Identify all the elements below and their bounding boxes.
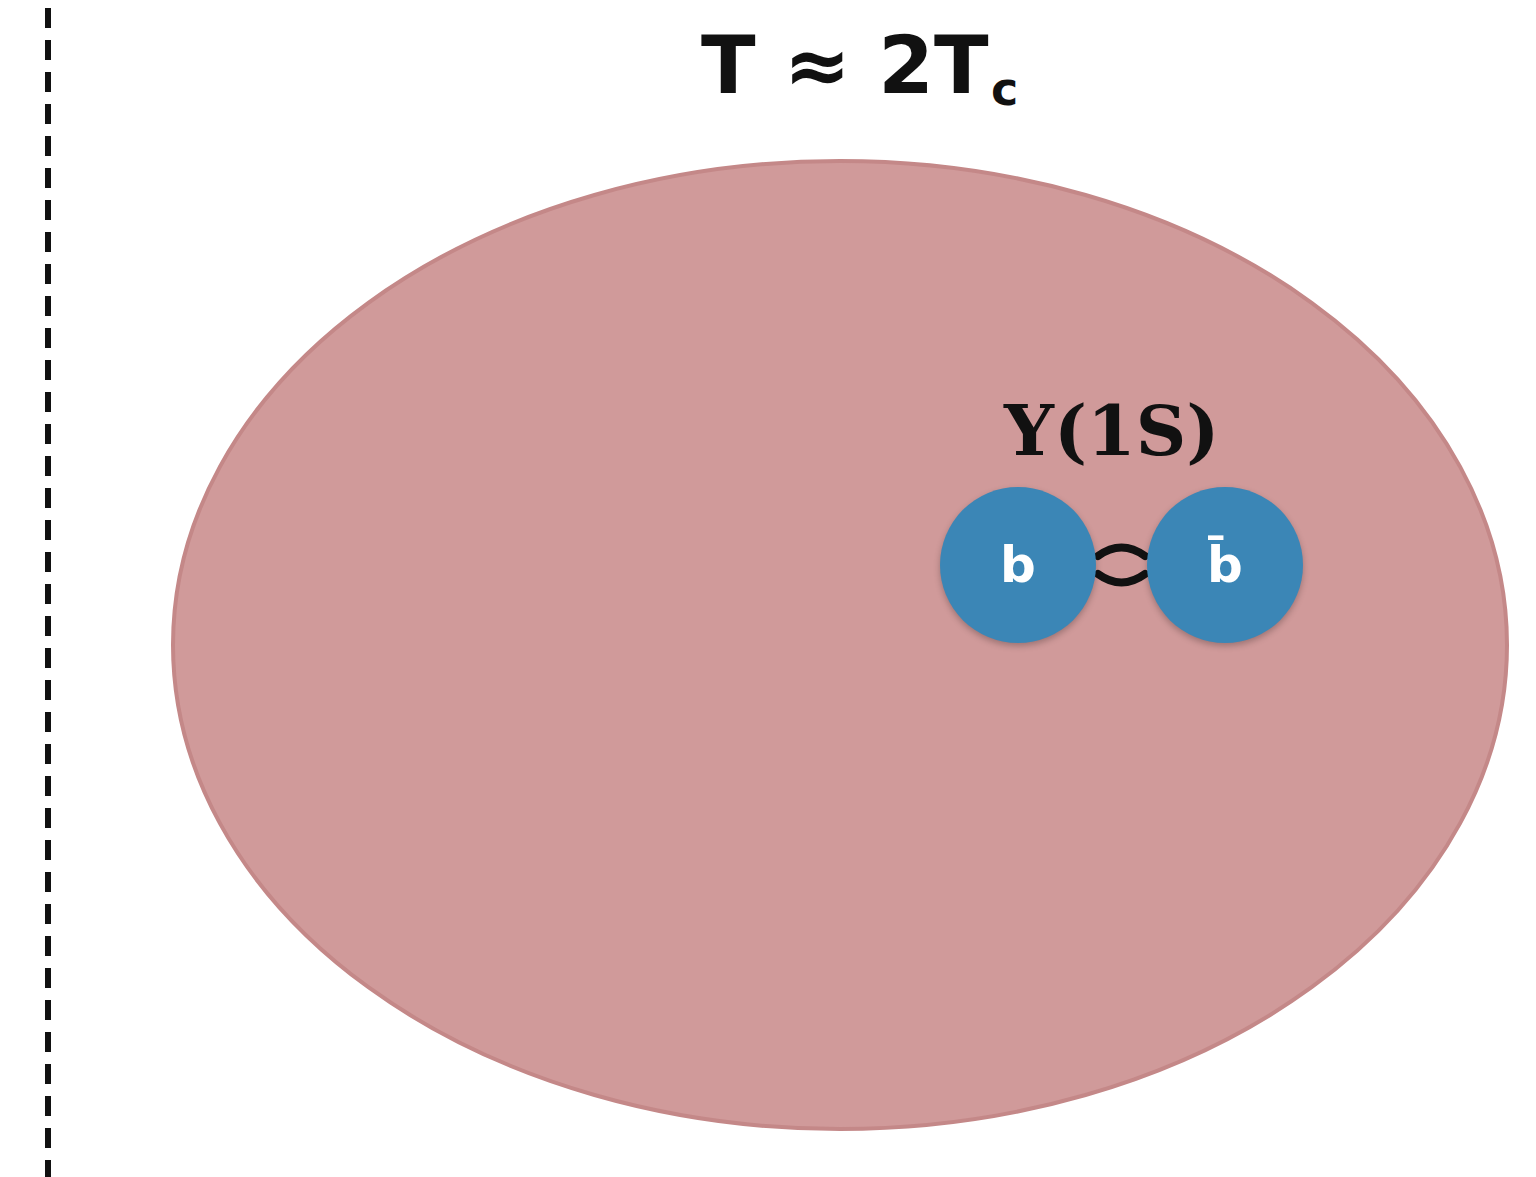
particle-label: Υ(1S) bbox=[1004, 392, 1219, 469]
binding-arc bbox=[1098, 574, 1145, 583]
binding-arc bbox=[1098, 548, 1145, 557]
quark-circle: b bbox=[940, 487, 1096, 643]
subscript-label: c bbox=[991, 64, 1018, 115]
binding-symbol bbox=[1098, 548, 1145, 583]
quark-label: b̄ bbox=[1207, 538, 1243, 593]
dashed-divider bbox=[45, 8, 51, 1177]
quark-label: b bbox=[1000, 538, 1036, 593]
diagram-title: T ≈ 2T bbox=[701, 22, 989, 110]
quark-circle: b̄ bbox=[1147, 487, 1303, 643]
plasma-region bbox=[173, 161, 1507, 1129]
